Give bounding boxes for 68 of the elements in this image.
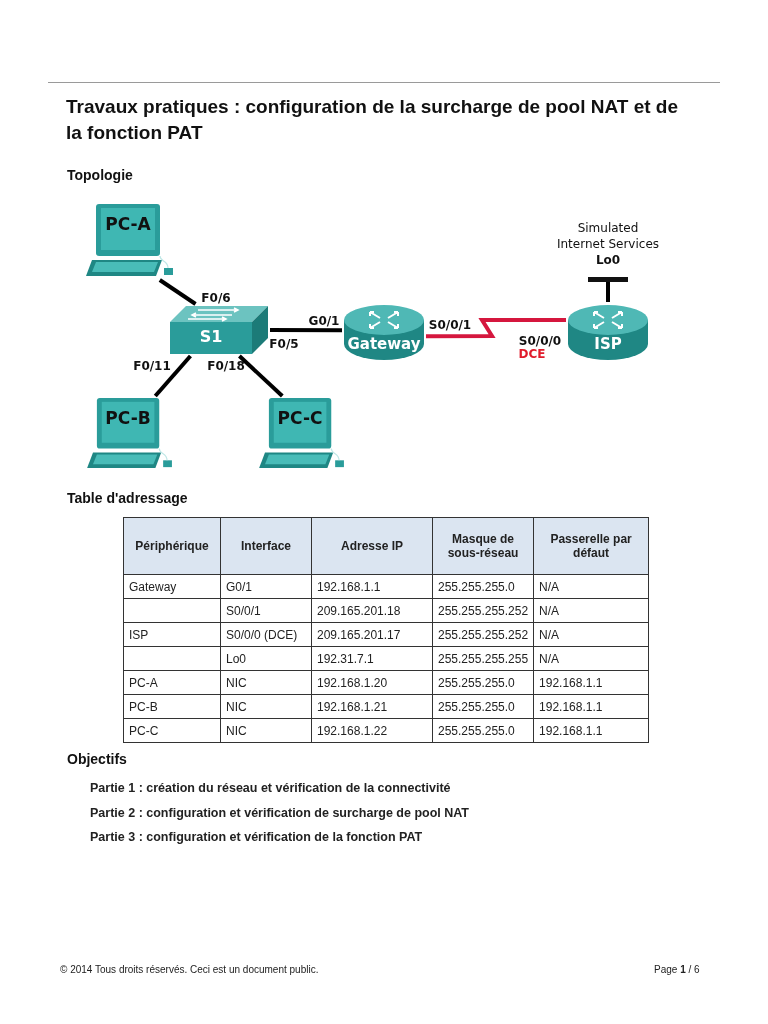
table-cell: ISP — [123, 622, 221, 647]
port-label: F0/11 — [133, 359, 171, 373]
column-header: Périphérique — [123, 517, 221, 575]
objective-text: Partie 2 : configuration et vérification de surcharge de pool NAT — [90, 806, 469, 820]
table-cell: N/A — [533, 574, 649, 599]
table-cell: NIC — [220, 694, 312, 719]
device-label: Gateway — [346, 335, 422, 353]
table-cell: 192.168.1.20 — [311, 670, 433, 695]
connection-line — [606, 282, 610, 302]
table-cell: N/A — [533, 646, 649, 671]
connection-line — [426, 318, 566, 339]
table-cell: Gateway — [123, 574, 221, 599]
device-label: PC-B — [104, 408, 152, 428]
table-cell: 255.255.255.252 — [432, 622, 534, 647]
table-cell: 192.168.1.21 — [311, 694, 433, 719]
table-cell: NIC — [220, 670, 312, 695]
table-cell: 255.255.255.252 — [432, 598, 534, 623]
section-heading: Objectifs — [67, 751, 127, 767]
table-cell: S0/0/1 — [220, 598, 312, 623]
page-title: Travaux pratiques : configuration de la surcharge de pool NAT et de la fonction PAT — [66, 95, 679, 145]
port-label: S0/0/1 — [428, 318, 472, 332]
objective-text: Partie 3 : configuration et vérification de la fonction PAT — [90, 830, 423, 844]
table-cell: PC-A — [123, 670, 221, 695]
table-cell: 255.255.255.255 — [432, 646, 534, 671]
table-cell: 255.255.255.0 — [432, 574, 534, 599]
port-label: F0/6 — [201, 291, 231, 305]
device-label: PC-A — [104, 214, 152, 234]
table-cell: NIC — [220, 718, 312, 743]
table-cell: 192.168.1.1 — [533, 718, 649, 743]
connection-line — [153, 354, 192, 398]
column-header: Interface — [220, 517, 312, 575]
table-cell: 209.165.201.17 — [311, 622, 433, 647]
interface-label: Lo0 — [594, 252, 622, 268]
column-header: Adresse IP — [311, 517, 433, 575]
table-cell: 255.255.255.0 — [432, 670, 534, 695]
table-cell: PC-C — [123, 718, 221, 743]
table-cell: 192.168.1.1 — [533, 670, 649, 695]
connection-line — [158, 278, 197, 306]
device-label: S1 — [198, 327, 224, 346]
port-label: G0/1 — [308, 314, 340, 328]
port-label: F0/5 — [269, 337, 299, 351]
table-cell: 255.255.255.0 — [432, 718, 534, 743]
port-label: F0/18 — [207, 359, 245, 373]
device-label: ISP — [593, 335, 623, 353]
table-cell: 255.255.255.0 — [432, 694, 534, 719]
footer-text: © 2014 Tous droits réservés. Ceci est un document public. — [60, 964, 319, 975]
connection-line — [238, 354, 284, 398]
table-cell: 192.168.1.22 — [311, 718, 433, 743]
table-cell: 209.165.201.18 — [311, 598, 433, 623]
section-heading: Table d'adressage — [67, 490, 188, 506]
table-cell: PC-B — [123, 694, 221, 719]
table-cell: 192.168.1.1 — [533, 694, 649, 719]
table-cell: 192.31.7.1 — [311, 646, 433, 671]
page-number: Page 1 / 6 — [654, 964, 700, 975]
column-header: Masque de sous-réseau — [432, 517, 534, 575]
table-cell: 192.168.1.1 — [311, 574, 433, 599]
table-cell: Lo0 — [220, 646, 312, 671]
connection-line — [270, 328, 342, 333]
service-label: Simulated Internet Services — [555, 220, 661, 252]
column-header: Passerelle par défaut — [533, 517, 649, 575]
port-label: DCE — [518, 347, 546, 361]
device-label: PC-C — [276, 408, 324, 428]
table-cell: N/A — [533, 598, 649, 623]
objective-text: Partie 1 : création du réseau et vérification de la connectivité — [90, 781, 451, 795]
section-heading: Topologie — [67, 167, 133, 183]
table-cell: N/A — [533, 622, 649, 647]
table-cell: S0/0/0 (DCE) — [220, 622, 312, 647]
table-cell: G0/1 — [220, 574, 312, 599]
